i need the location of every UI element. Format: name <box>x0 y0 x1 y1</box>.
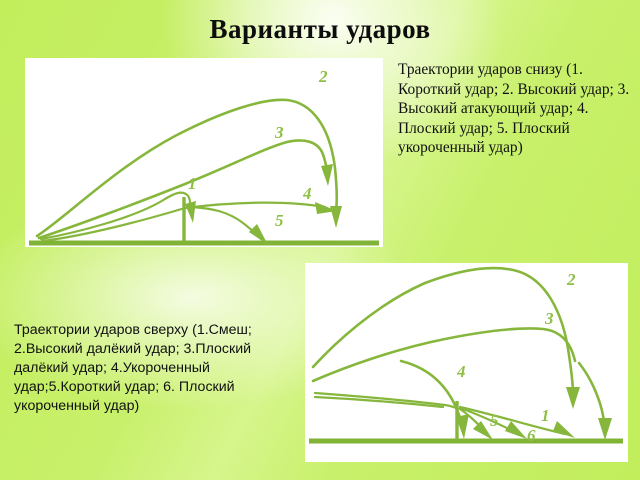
diagram-top-label-1: 1 <box>188 174 197 193</box>
trajectory-smash-1-arrowhead <box>553 421 575 438</box>
trajectory-4-arrowhead <box>456 414 469 439</box>
trajectory-5-arrowhead <box>249 224 268 245</box>
trajectory-3-arrowhead <box>321 164 333 186</box>
trajectory-2-arrowhead <box>566 387 580 409</box>
trajectory-6 <box>313 395 445 409</box>
diagram-bottom-label-3: 3 <box>544 309 554 328</box>
diagram-bottom-label-5: 5 <box>490 411 499 430</box>
trajectory-1-arrowhead <box>185 201 196 223</box>
trajectory-2-tail-arrowhead <box>598 418 612 440</box>
trajectory-5 <box>186 205 263 241</box>
diagram-bottom-svg: 1 2 3 4 5 6 <box>309 266 623 445</box>
diagram-top-label-2: 2 <box>318 67 328 86</box>
diagram-top-label-4: 4 <box>302 184 312 203</box>
trajectory-2 <box>35 98 338 238</box>
trajectory-1 <box>39 191 192 241</box>
trajectory-4 <box>399 359 463 422</box>
trajectory-4 <box>40 201 327 243</box>
trajectory-5 <box>313 391 460 411</box>
diagram-bottom-label-1: 1 <box>541 406 550 425</box>
diagram-bottom-label-6: 6 <box>527 426 536 445</box>
diagram-top-label-3: 3 <box>274 123 284 142</box>
trajectory-3 <box>311 327 577 383</box>
diagram-top-svg: 1 2 3 4 5 <box>29 67 379 246</box>
caption-top-right: Траектории ударов снизу (1. Короткий уда… <box>398 61 630 157</box>
trajectory-3 <box>37 139 329 240</box>
diagram-bottom-label-2: 2 <box>566 270 576 289</box>
trajectory-2-tail <box>577 361 606 425</box>
trajectory-2 <box>311 266 575 396</box>
diagram-bottom-label-4: 4 <box>456 362 466 381</box>
diagram-top-label-5: 5 <box>275 211 284 230</box>
trajectory-smash-6-arrowhead <box>505 421 527 439</box>
trajectory-4-arrowhead <box>315 202 337 214</box>
caption-bottom-left: Траектории ударов сверху (1.Смеш; 2.Высо… <box>14 322 252 414</box>
diagram-bottom-panel: 1 2 3 4 5 6 <box>305 263 628 462</box>
trajectory-smash-5-arrowhead <box>473 421 493 440</box>
page-title: Варианты ударов <box>209 14 431 44</box>
diagram-top-panel: 1 2 3 4 5 <box>25 58 383 247</box>
